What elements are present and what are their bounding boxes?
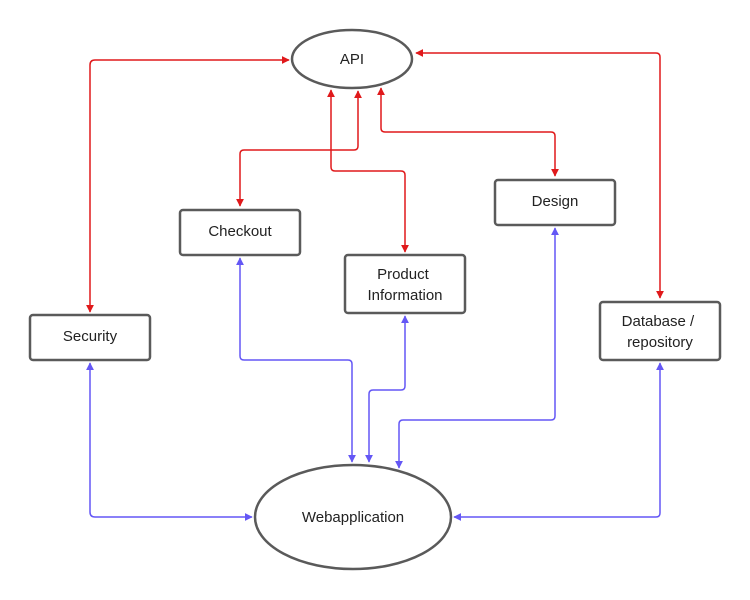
design-box — [493, 178, 617, 227]
product-information-box — [343, 253, 467, 315]
edge-webapplication-security — [86, 362, 253, 521]
edge-api-product-information — [327, 89, 409, 253]
node-webapplication: Webapplication — [253, 463, 453, 571]
node-api: API — [290, 28, 414, 90]
node-database: Database / repository — [598, 300, 722, 362]
database-box — [598, 300, 722, 362]
node-design: Design — [493, 178, 617, 227]
edge-api-checkout — [236, 90, 362, 207]
node-checkout: Checkout — [178, 208, 302, 257]
webapplication-connections — [86, 227, 664, 521]
edge-api-database — [415, 49, 664, 299]
edge-api-design — [377, 87, 559, 177]
api-label: API — [340, 51, 364, 68]
database-label: Database / repository — [622, 313, 699, 351]
edge-webapplication-checkout — [236, 257, 356, 463]
product-information-line-2: Information — [367, 287, 442, 304]
webapplication-ellipse — [253, 463, 453, 571]
webapplication-label: Webapplication — [302, 509, 404, 526]
design-label: Design — [532, 193, 579, 210]
database-line-1: Database / — [622, 313, 695, 330]
database-line-2: repository — [627, 334, 693, 351]
edge-webapplication-database — [453, 362, 664, 521]
checkout-box — [178, 208, 302, 257]
checkout-label: Checkout — [208, 223, 272, 240]
security-label: Security — [63, 328, 118, 345]
node-security: Security — [28, 313, 152, 362]
product-information-line-1: Product — [377, 266, 430, 283]
api-connections — [86, 49, 664, 313]
product-information-label: Product Information — [367, 266, 442, 304]
api-ellipse — [290, 28, 414, 90]
security-box — [28, 313, 152, 362]
edge-api-security — [86, 56, 290, 313]
node-product-information: Product Information — [343, 253, 467, 315]
